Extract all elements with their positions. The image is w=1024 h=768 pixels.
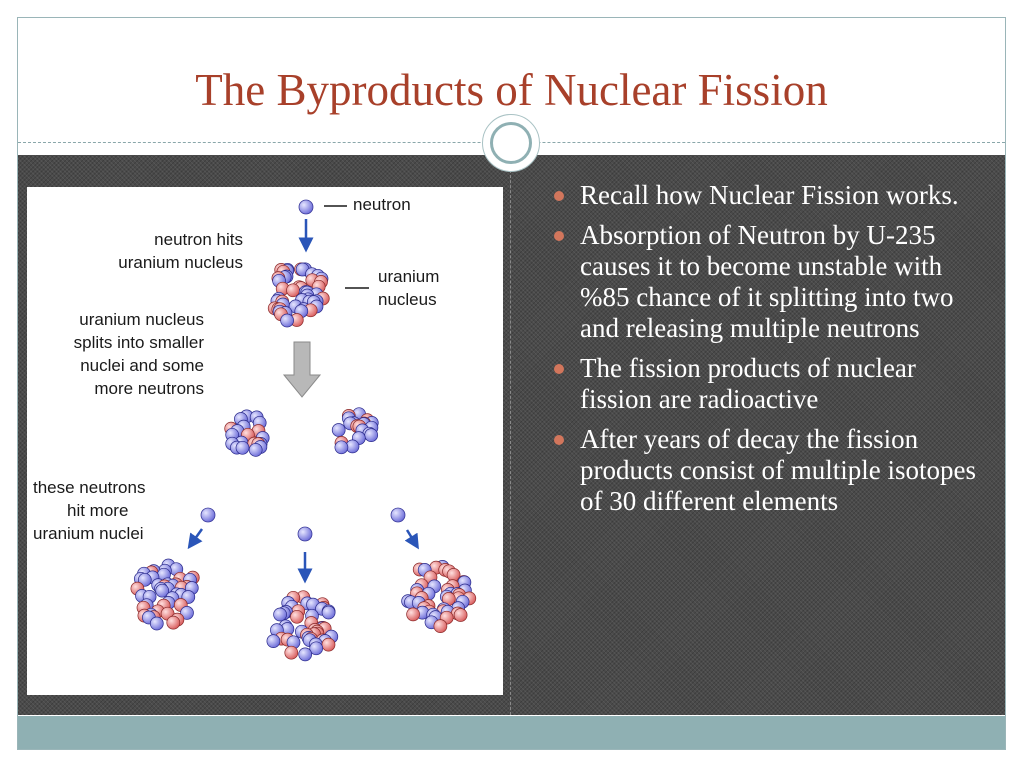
proton	[166, 615, 181, 630]
neutron-particle	[321, 605, 336, 620]
column-divider	[510, 155, 511, 715]
label-these-1: these neutrons	[33, 478, 145, 497]
label-splits-4: more neutrons	[94, 379, 204, 398]
flying-neutron-left	[200, 507, 216, 523]
fission-diagram-svg: neutron neutron hits uranium nucleus ura…	[33, 195, 477, 662]
neutron-particle	[334, 440, 349, 455]
bullet-list: Recall how Nuclear Fission works. Absorp…	[548, 180, 988, 526]
bullet-item: Absorption of Neutron by U-235 causes it…	[548, 220, 988, 344]
medallion-ornament	[482, 114, 540, 172]
flying-neutron-middle	[297, 526, 313, 542]
bullet-item: The fission products of nuclear fission …	[548, 353, 988, 415]
label-splits-2: splits into smaller	[74, 333, 205, 352]
uranium-nucleus-bottom-right	[401, 560, 477, 633]
label-neutron-hits-2: uranium nucleus	[118, 253, 243, 272]
proton	[433, 619, 448, 633]
proton	[290, 609, 304, 624]
neutron-particle	[155, 583, 170, 598]
bullet-dot	[554, 191, 564, 201]
neutron-particle	[266, 634, 281, 648]
bullet-text: The fission products of nuclear fission …	[580, 353, 916, 414]
neutron-particle	[273, 607, 287, 622]
bullet-text: Recall how Nuclear Fission works.	[580, 180, 959, 210]
label-uranium-1: uranium	[378, 267, 439, 286]
neutron-particle	[298, 647, 313, 662]
arrow-right	[404, 529, 419, 550]
bullet-dot	[554, 364, 564, 374]
label-neutron: neutron	[353, 195, 411, 214]
bullet-item: Recall how Nuclear Fission works.	[548, 180, 988, 211]
bullet-text: After years of decay the fission product…	[580, 424, 976, 516]
proton	[453, 608, 468, 622]
bullet-dot	[554, 435, 564, 445]
neutron-particle	[235, 440, 250, 455]
medallion-ring	[490, 122, 532, 164]
neutron-particle	[137, 572, 152, 587]
neutron-particle	[180, 606, 194, 620]
flying-neutron-right	[390, 507, 406, 523]
neutron-particle	[280, 313, 294, 328]
arrow-left	[187, 528, 204, 550]
neutron-particle	[248, 443, 263, 457]
proton	[406, 607, 420, 622]
neutron-particle	[309, 641, 324, 656]
label-these-2: hit more	[67, 501, 128, 520]
incoming-neutron	[298, 199, 314, 215]
bullet-dot	[554, 231, 564, 241]
label-splits-3: nuclei and some	[80, 356, 204, 375]
neutron-particle	[149, 616, 164, 631]
fission-diagram: neutron neutron hits uranium nucleus ura…	[27, 187, 503, 695]
uranium-nucleus-bottom-middle	[266, 590, 339, 662]
label-these-3: uranium nuclei	[33, 524, 144, 543]
proton	[321, 637, 336, 652]
bullet-text: Absorption of Neutron by U-235 causes it…	[580, 220, 954, 343]
label-splits-1: uranium nucleus	[79, 310, 204, 329]
proton	[284, 645, 299, 660]
uranium-nucleus-bottom-left	[130, 558, 200, 631]
neutron-particle	[331, 423, 346, 437]
label-neutron-hits-1: neutron hits	[154, 230, 243, 249]
footer-band	[18, 716, 1005, 749]
label-uranium-2: nucleus	[378, 290, 437, 309]
uranium-nucleus	[267, 262, 330, 328]
big-down-arrow	[282, 341, 322, 398]
slide-title: The Byproducts of Nuclear Fission	[195, 65, 828, 115]
fission-fragment-left	[224, 409, 270, 457]
neutron-particle	[364, 428, 379, 442]
bullet-item: After years of decay the fission product…	[548, 424, 988, 517]
fission-fragment-right	[331, 407, 379, 455]
